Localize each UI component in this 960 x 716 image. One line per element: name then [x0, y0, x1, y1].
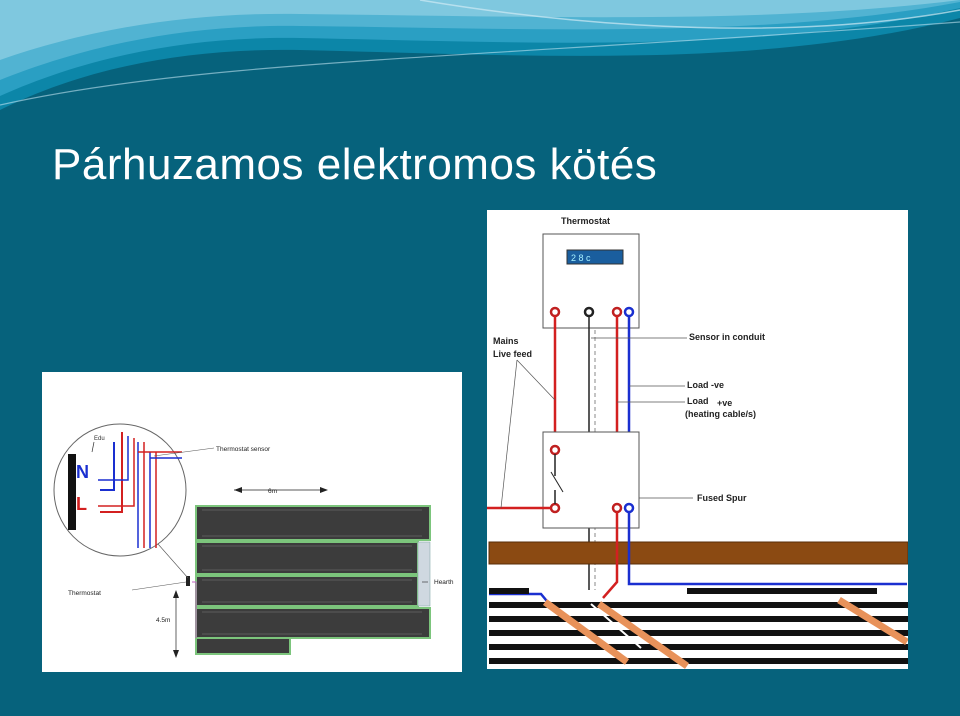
sensor-in-conduit-label: Sensor in conduit — [689, 332, 765, 342]
heating-cables-label: (heating cable/s) — [685, 409, 756, 419]
wiring-zoom-circle: N L Edu — [53, 423, 187, 557]
mains-label: Mains — [493, 336, 519, 346]
display-value: 2 8 c — [571, 253, 591, 263]
load-pos-label: Load — [687, 396, 709, 406]
load-neg-label: Load -ve — [687, 380, 724, 390]
live-label: L — [76, 494, 87, 514]
zoom-small-label: Edu — [94, 436, 105, 442]
thermostat-display — [566, 249, 624, 265]
thermostat-title: Thermostat — [561, 216, 610, 226]
header-wave-decoration — [0, 0, 960, 110]
heating-cable-stripes — [489, 588, 908, 664]
hearth-label: Hearth — [434, 579, 454, 586]
thermostat-sensor-label: Thermostat sensor — [216, 446, 271, 453]
slide-title: Párhuzamos elektromos kötés — [52, 140, 658, 189]
floor-board — [488, 541, 908, 565]
thermostat-wiring-diagram: Thermostat 2 8 c — [487, 210, 908, 669]
floor-heating-layout-diagram: N L Edu Thermostat sensor — [42, 372, 462, 672]
neutral-label: N — [76, 462, 89, 482]
heating-mat-array — [195, 505, 431, 655]
thermostat-label: Thermostat — [68, 590, 101, 597]
width-label: 6m — [268, 488, 277, 495]
load-pos-ve-label: +ve — [717, 398, 732, 408]
fused-spur-label: Fused Spur — [697, 493, 747, 503]
live-feed-label: Live feed — [493, 349, 532, 359]
height-label: 4.5m — [156, 617, 170, 624]
fused-spur-box — [542, 431, 640, 529]
